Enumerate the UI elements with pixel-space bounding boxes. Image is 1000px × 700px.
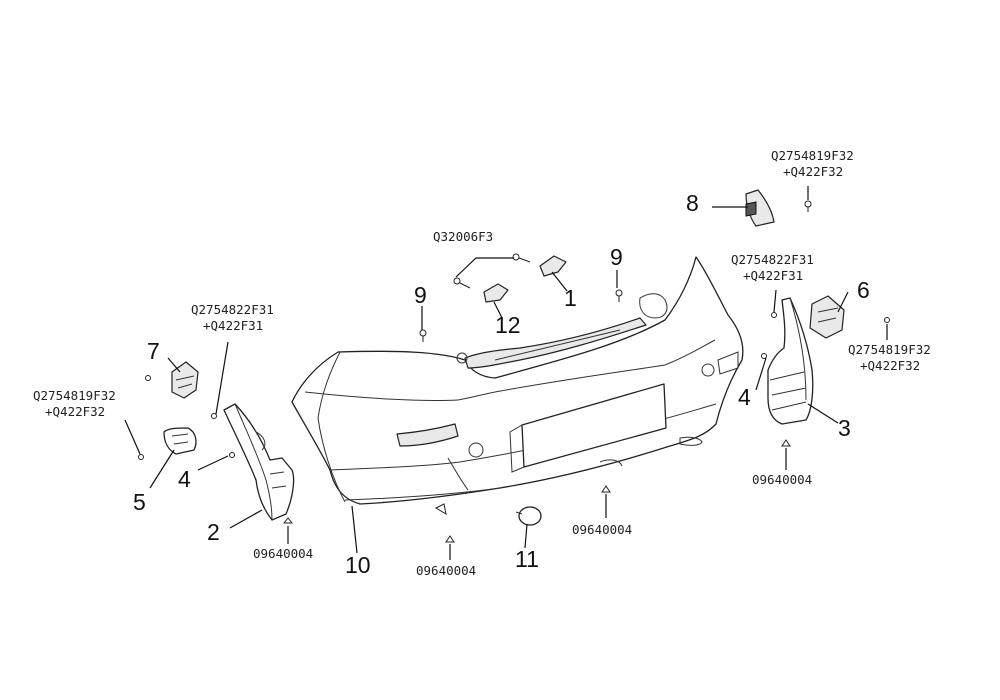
tow-hook-cover-11 (515, 506, 542, 526)
code-far-right-2: +Q422F32 (860, 358, 920, 373)
callout-3: 3 (838, 415, 851, 441)
callout-1: 1 (564, 285, 577, 311)
callout-12: 12 (495, 312, 521, 338)
fastener-graphics (138, 200, 890, 543)
bracket-8 (745, 189, 775, 227)
left-side-bracket (223, 403, 295, 521)
code-right-bracket-2: +Q422F31 (743, 268, 803, 283)
callout-2: 2 (207, 519, 220, 545)
callout-10: 10 (345, 552, 371, 578)
code-right-bracket-1: Q2754822F31 (731, 252, 814, 267)
leader-lines (124, 186, 888, 560)
code-far-right-1: Q2754819F32 (848, 342, 931, 357)
callout-8: 8 (686, 190, 699, 216)
code-clip-right: 09640004 (752, 472, 812, 487)
callout-5: 5 (133, 489, 146, 515)
clip-1 (539, 255, 567, 277)
code-clip-lower-right: 09640004 (572, 522, 632, 537)
code-top-right-2: +Q422F32 (783, 164, 843, 179)
callout-9-center: 9 (610, 244, 623, 270)
code-left-bracket-2: +Q422F31 (203, 318, 263, 333)
bracket-5 (163, 427, 197, 455)
callout-11: 11 (515, 546, 539, 572)
code-left-side-2: +Q422F32 (45, 404, 105, 419)
bracket-6 (809, 295, 845, 339)
right-side-bracket (767, 297, 814, 425)
code-clip-left: 09640004 (253, 546, 313, 561)
rear-bumper-cover (291, 256, 744, 505)
code-left-side-1: Q2754819F32 (33, 388, 116, 403)
code-top-left-screw: Q32006F3 (433, 229, 493, 244)
code-left-bracket-1: Q2754822F31 (191, 302, 274, 317)
callout-6: 6 (857, 277, 870, 303)
code-clip-center: 09640004 (416, 563, 476, 578)
callout-4-right: 4 (738, 384, 751, 410)
callout-4-left: 4 (178, 466, 191, 492)
callout-7: 7 (147, 338, 160, 364)
callout-9-left: 9 (414, 282, 427, 308)
code-top-right-1: Q2754819F32 (771, 148, 854, 163)
clip-12 (483, 283, 509, 303)
